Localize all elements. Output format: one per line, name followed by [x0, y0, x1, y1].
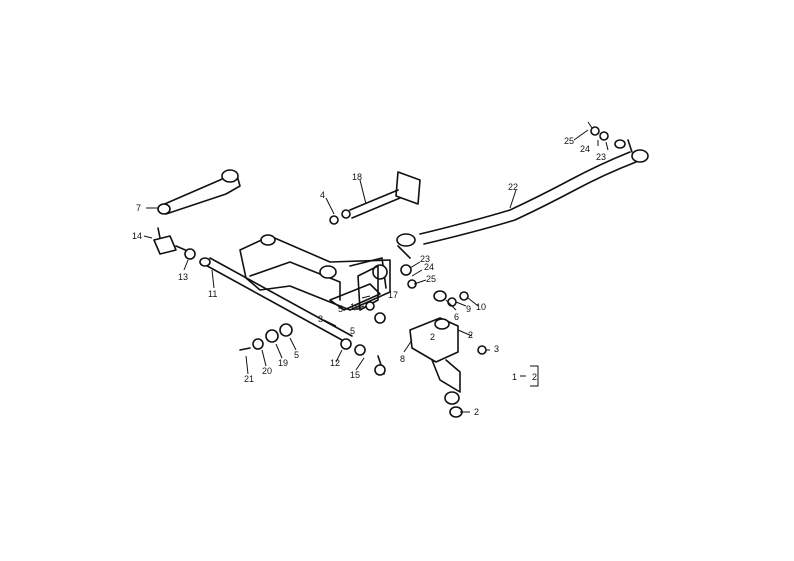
label-2-pin: 2: [430, 332, 435, 342]
label-17: 17: [388, 290, 398, 300]
tie-rod-11: [199, 257, 366, 356]
label-12: 12: [330, 358, 340, 368]
label-16: 16: [350, 302, 360, 312]
label-23-mid: 23: [420, 254, 430, 264]
label-21: 21: [244, 374, 254, 384]
steering-box-body: [239, 234, 391, 311]
label-3-right: 3: [494, 344, 499, 354]
label-4: 4: [320, 190, 325, 200]
label-20: 20: [262, 366, 272, 376]
label-25-mid: 25: [426, 274, 436, 284]
part-labels: 7 14 13 11 4 18 22 25 24 23 23 24 25 17 …: [132, 136, 606, 417]
label-2-right: 2: [468, 330, 473, 340]
legend-target: 2: [532, 372, 537, 382]
tie-rod-end-14: [153, 227, 196, 260]
bracket-16-17: [357, 265, 386, 324]
label-13: 13: [178, 272, 188, 282]
pitman-arm-7: [157, 169, 241, 215]
legend-index: 1: [512, 372, 517, 382]
steering-knuckle: [374, 317, 463, 418]
label-9: 9: [466, 304, 471, 314]
label-24-top: 24: [580, 144, 590, 154]
label-8: 8: [400, 354, 405, 364]
label-5-mid: 5: [338, 304, 343, 314]
label-5-center: 5: [350, 326, 355, 336]
label-25-top: 25: [564, 136, 574, 146]
upper-right-hardware: [587, 121, 633, 153]
washers-lower-left: [239, 323, 293, 351]
shaft-18: [329, 171, 421, 225]
label-3-center: 3: [318, 314, 323, 324]
label-15: 15: [350, 370, 360, 380]
label-6: 6: [454, 312, 459, 322]
label-7: 7: [136, 203, 141, 213]
label-11: 11: [208, 289, 217, 299]
label-10: 10: [476, 302, 486, 312]
right-side-hardware: [400, 264, 487, 355]
label-5-left: 5: [294, 350, 299, 360]
leader-lines: [143, 129, 609, 413]
label-14: 14: [132, 231, 142, 241]
label-18: 18: [352, 172, 362, 182]
label-19: 19: [278, 358, 288, 368]
label-2-bottom: 2: [474, 407, 479, 417]
label-22: 22: [508, 182, 518, 192]
label-23-top: 23: [596, 152, 606, 162]
label-24-mid: 24: [424, 262, 434, 272]
drag-link-22: [396, 149, 649, 259]
